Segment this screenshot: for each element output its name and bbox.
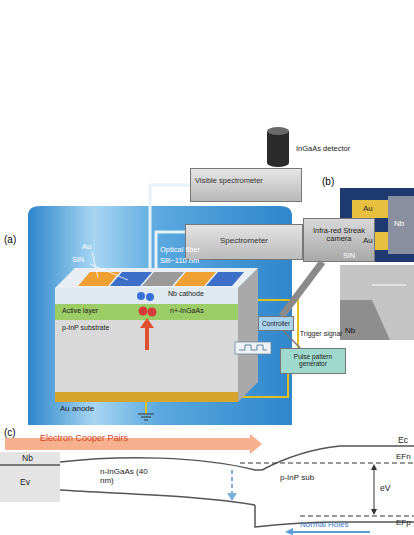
electron [146, 293, 154, 301]
text-label: Ev [20, 478, 40, 487]
nb-region [340, 300, 390, 340]
node-text: InGaAs detector [296, 144, 376, 153]
electron [137, 292, 145, 300]
node-text: Pulse pattern generator [283, 353, 343, 367]
hole [139, 307, 148, 316]
cylinder-outline [266, 126, 290, 168]
text-label: eV [380, 484, 396, 493]
text-label: Nb [394, 220, 414, 229]
text-label: p-InP sub [280, 474, 340, 483]
ground-symbol [138, 414, 154, 420]
text-label: Ec [398, 436, 414, 445]
optical-fiber [150, 185, 190, 282]
text-label: EFn [396, 453, 414, 462]
text-label: Normal Holes [300, 521, 370, 530]
text-label: Electron Cooper Pairs [40, 434, 170, 444]
nb-stripe [388, 196, 414, 254]
text-label: Au anode [60, 405, 110, 414]
arrow-head [227, 493, 237, 501]
wire [145, 402, 147, 414]
detector-cylinder: InGaAs detector [266, 126, 290, 168]
arrow-head [371, 509, 377, 515]
text-label: Au [363, 205, 383, 214]
valence-band [60, 490, 255, 505]
scale-arrow [372, 284, 406, 285]
quasi-fermi-level [300, 515, 414, 516]
text-label: p-InP substrate [62, 324, 142, 332]
text-label: Nb [345, 327, 365, 336]
au-pad [352, 200, 388, 218]
text-label: (b) [322, 176, 342, 187]
chip-top [55, 268, 258, 288]
arrow-head [371, 464, 377, 470]
recombination-arrow [231, 470, 233, 494]
text-label: Active layer [62, 307, 122, 315]
spectrometer-box: Spectrometer [185, 224, 303, 260]
pulse-waveform [239, 345, 267, 350]
sem-image [340, 265, 414, 340]
cooper-pair-arrow [5, 434, 262, 454]
chip-side [238, 268, 258, 402]
node-text: Controller [260, 320, 292, 327]
text-label: Nb cathode [168, 290, 218, 298]
text-label: SiN [343, 252, 365, 260]
text-label: Optical fiber [160, 246, 220, 254]
injection-arrow [145, 326, 149, 350]
controller-box: Controller [258, 316, 294, 331]
instrument-box [235, 342, 271, 354]
text-label: n-InGaAs (40 nm) [100, 468, 152, 486]
conduction-band [60, 458, 255, 470]
text-label: n+-InGaAs [170, 307, 220, 315]
quasi-fermi-level [240, 462, 414, 463]
fermi-level [0, 464, 60, 466]
cylinder-cap [267, 127, 289, 135]
sin-pad [206, 272, 244, 286]
au-anode [55, 392, 238, 402]
text-label: (c) [4, 427, 26, 438]
connector [282, 262, 323, 316]
text-label: Au [363, 237, 383, 246]
leader-line [90, 264, 128, 280]
text-label: SiN [72, 256, 94, 264]
node-text: Infra-red Streak camera [307, 227, 371, 244]
active-layer [55, 304, 238, 320]
arrow-head [285, 528, 293, 535]
text-label: Slit~110 nm [160, 257, 220, 265]
nb-region [0, 452, 60, 502]
text-label: Nb [22, 454, 42, 463]
substrate [55, 320, 238, 392]
conduction-band [255, 446, 414, 470]
hole [148, 308, 157, 317]
top-layer [55, 288, 238, 304]
cylinder-body [267, 131, 289, 167]
voltage-arrow [374, 467, 375, 512]
generator-box: Pulse pattern generator [280, 348, 346, 374]
hole-arrow [292, 531, 370, 533]
node-text: Visible spectrometer [195, 177, 297, 185]
text-label: Au [82, 243, 100, 251]
text-label: EFp [396, 519, 414, 528]
text-label: (a) [4, 234, 26, 245]
connector [283, 331, 300, 348]
spectrometer-box: Visible spectrometer [190, 168, 302, 202]
edge-label: Trigger signal [300, 330, 342, 338]
arrow-head [140, 318, 154, 328]
node-text: Spectrometer [190, 237, 298, 246]
